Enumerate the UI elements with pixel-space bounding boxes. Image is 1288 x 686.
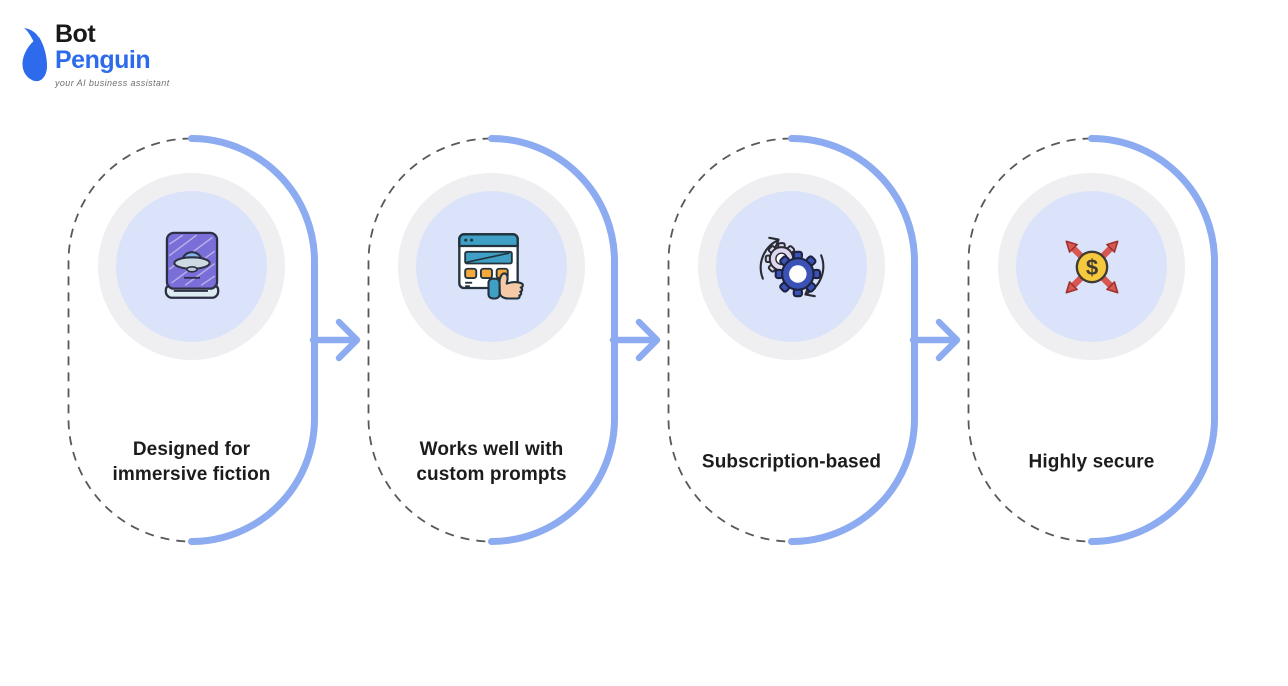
step-label: Designed for immersive fiction bbox=[112, 439, 271, 485]
icon-disc: $ bbox=[1016, 191, 1167, 342]
step-label: Works well with custom prompts bbox=[416, 439, 567, 485]
arrow-right-icon bbox=[309, 318, 365, 362]
icon-ring bbox=[398, 173, 585, 360]
book-ufo-icon bbox=[164, 231, 219, 299]
capsule-border bbox=[967, 135, 1218, 545]
icon-ring bbox=[98, 173, 285, 360]
brand-text: Bot Penguin your AI business assistant bbox=[55, 20, 170, 89]
svg-text:$: $ bbox=[1085, 255, 1098, 280]
brand-tagline: your AI business assistant bbox=[55, 78, 170, 88]
brand-line2: Penguin bbox=[55, 46, 151, 74]
penguin-icon bbox=[22, 28, 47, 82]
step-card-2: Works well with custom prompts bbox=[365, 135, 618, 545]
icon-ring bbox=[698, 173, 885, 360]
browser-thumbs-up-icon bbox=[457, 232, 524, 300]
icon-disc bbox=[116, 191, 267, 342]
step-card-3: Subscription-based bbox=[665, 135, 918, 545]
icon-disc bbox=[416, 191, 567, 342]
step-label: Subscription-based bbox=[701, 451, 882, 473]
arrow-right-icon bbox=[609, 318, 665, 362]
step-card-4: $ Highly secure bbox=[965, 135, 1218, 545]
icon-disc bbox=[716, 191, 867, 342]
brand-line1: Bot bbox=[55, 20, 96, 48]
sync-gears-icon bbox=[759, 236, 824, 297]
step-card-1: Designed for immersive fiction bbox=[65, 135, 318, 545]
dollar-expand-icon: $ bbox=[1065, 240, 1118, 293]
arrow-right-icon bbox=[909, 318, 965, 362]
step-label: Highly secure bbox=[1028, 451, 1155, 473]
brand-logo: Bot Penguin your AI business assistant bbox=[14, 22, 170, 88]
steps-row: Designed for immersive fiction bbox=[65, 135, 1218, 545]
icon-ring: $ bbox=[998, 173, 1185, 360]
